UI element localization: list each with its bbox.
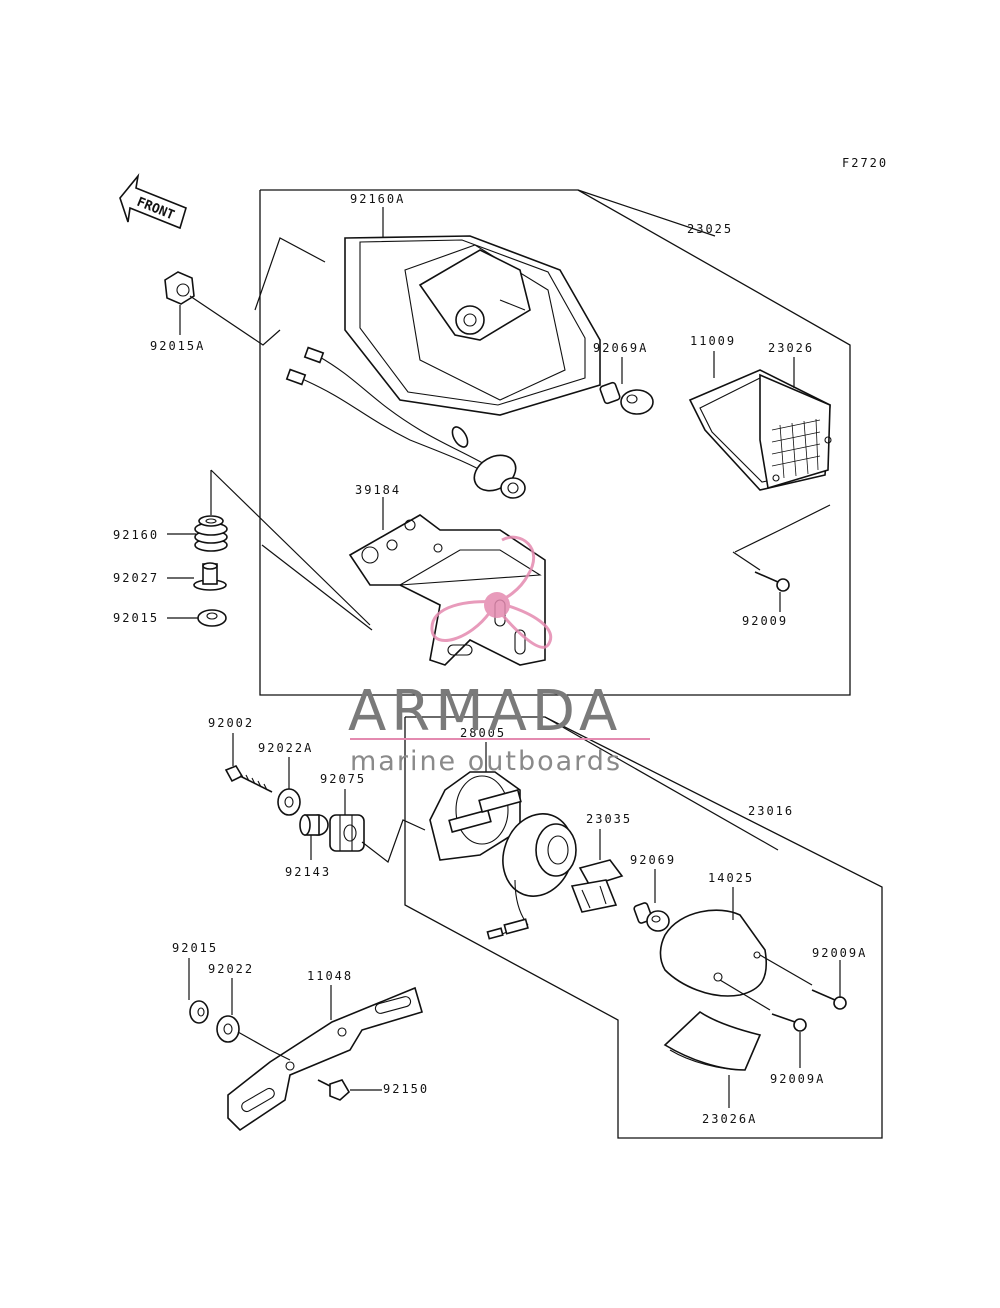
part-label-92160A: 92160A bbox=[350, 192, 405, 206]
part-label-92002: 92002 bbox=[208, 716, 254, 730]
front-arrow-icon: FRONT bbox=[119, 173, 187, 230]
lens-23026A bbox=[663, 1010, 762, 1071]
part-label-92069A: 92069A bbox=[593, 341, 648, 355]
screw-92009A-lower bbox=[771, 1013, 807, 1032]
tail-lamp-housing bbox=[344, 235, 601, 416]
part-label-92009A-upper: 92009A bbox=[812, 946, 867, 960]
bulb-socket bbox=[486, 813, 577, 940]
part-label-11048: 11048 bbox=[307, 969, 353, 983]
tail-lamp-bracket bbox=[348, 514, 546, 666]
lens-cover bbox=[659, 909, 767, 997]
collar-92027 bbox=[193, 562, 227, 591]
part-label-23026A: 23026A bbox=[702, 1112, 757, 1126]
part-label-23025: 23025 bbox=[687, 222, 733, 236]
bulb-lower bbox=[633, 902, 670, 932]
socket-clip bbox=[570, 859, 624, 913]
diagram-code: F2720 bbox=[842, 156, 888, 170]
license-bracket bbox=[227, 986, 423, 1132]
part-label-92015: 92015 bbox=[113, 611, 159, 625]
part-label-92143: 92143 bbox=[285, 865, 331, 879]
part-label-92022A: 92022A bbox=[258, 741, 313, 755]
nut-92015-lower bbox=[189, 1000, 209, 1024]
part-label-92027: 92027 bbox=[113, 571, 159, 585]
collar-92143 bbox=[299, 814, 329, 836]
nut-92015 bbox=[197, 609, 227, 627]
watermark-rule bbox=[350, 738, 650, 740]
grommet-92075 bbox=[329, 814, 365, 852]
grommet-92160 bbox=[194, 515, 228, 552]
watermark-title: ARMADA bbox=[348, 679, 622, 744]
bulb-upper bbox=[599, 381, 654, 415]
part-label-23035: 23035 bbox=[586, 812, 632, 826]
part-label-92022: 92022 bbox=[208, 962, 254, 976]
bolt-92002 bbox=[224, 765, 273, 793]
lower-assembly-box bbox=[404, 716, 883, 1139]
part-label-92015A: 92015A bbox=[150, 339, 205, 353]
nut-92015A bbox=[164, 271, 195, 305]
bolt-92150 bbox=[317, 1079, 351, 1101]
part-label-92075: 92075 bbox=[320, 772, 366, 786]
watermark-logo-icon bbox=[430, 535, 553, 649]
upper-assembly-box bbox=[259, 189, 851, 696]
part-label-92015-lower: 92015 bbox=[172, 941, 218, 955]
part-label-11009: 11009 bbox=[690, 334, 736, 348]
part-label-14025: 14025 bbox=[708, 871, 754, 885]
screw-92009A-right bbox=[811, 989, 847, 1010]
part-label-92069: 92069 bbox=[630, 853, 676, 867]
part-label-92009A-lower: 92009A bbox=[770, 1072, 825, 1086]
part-label-92009: 92009 bbox=[742, 614, 788, 628]
washer-92022 bbox=[216, 1015, 240, 1043]
part-label-23016: 23016 bbox=[748, 804, 794, 818]
part-label-39184: 39184 bbox=[355, 483, 401, 497]
lamp-base bbox=[429, 771, 522, 861]
part-label-23026: 23026 bbox=[768, 341, 814, 355]
part-label-92160: 92160 bbox=[113, 528, 159, 542]
washer-92022A bbox=[277, 788, 301, 816]
wire-harness bbox=[285, 346, 526, 499]
screw-92009 bbox=[754, 571, 790, 592]
part-label-92150: 92150 bbox=[383, 1082, 429, 1096]
part-label-28005: 28005 bbox=[460, 726, 506, 740]
lens-reflector bbox=[688, 369, 832, 491]
watermark-subtitle: marine outboards bbox=[350, 746, 622, 777]
